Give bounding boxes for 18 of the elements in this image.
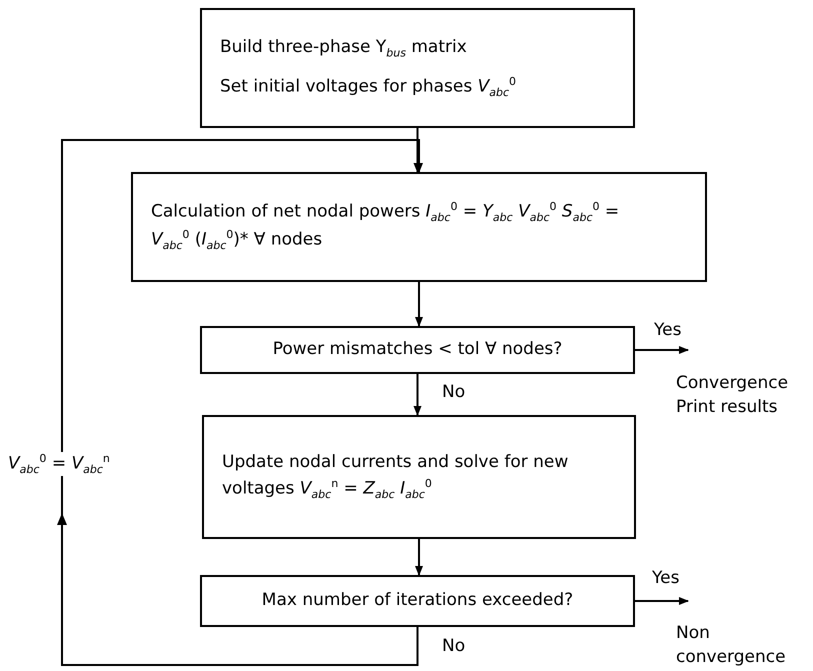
outcome-text: Non convergence <box>676 622 794 670</box>
decision-box <box>200 326 635 374</box>
step-text: Build three-phase Y$_{bus}$ matrix <box>220 36 468 62</box>
arrow <box>415 539 423 576</box>
step-text: Power mismatches < tol ∀ nodes? <box>272 338 564 362</box>
arrow <box>415 282 423 327</box>
process-box <box>202 415 636 539</box>
process-box <box>131 172 707 282</box>
step-text: Calculation of net nodal powers I$_{abc}$$^{0}$ = Y$_{abc}$ V$_{abc}$$^{0}$ S$_{abc}$$^{0}$ = V$_{abc}$$^{0}$ (I$_{abc}$$^{0}$)* ∀ nodes <box>151 199 620 254</box>
process-box <box>200 8 635 128</box>
outcome-text: Convergence Print results <box>676 372 794 422</box>
step-text: Max number of iterations exceeded? <box>260 589 574 612</box>
arrow <box>635 346 689 354</box>
decision-box <box>200 575 635 627</box>
arrow <box>57 139 423 666</box>
arrow <box>414 374 422 416</box>
arrow <box>414 128 422 173</box>
arrow <box>635 597 689 605</box>
